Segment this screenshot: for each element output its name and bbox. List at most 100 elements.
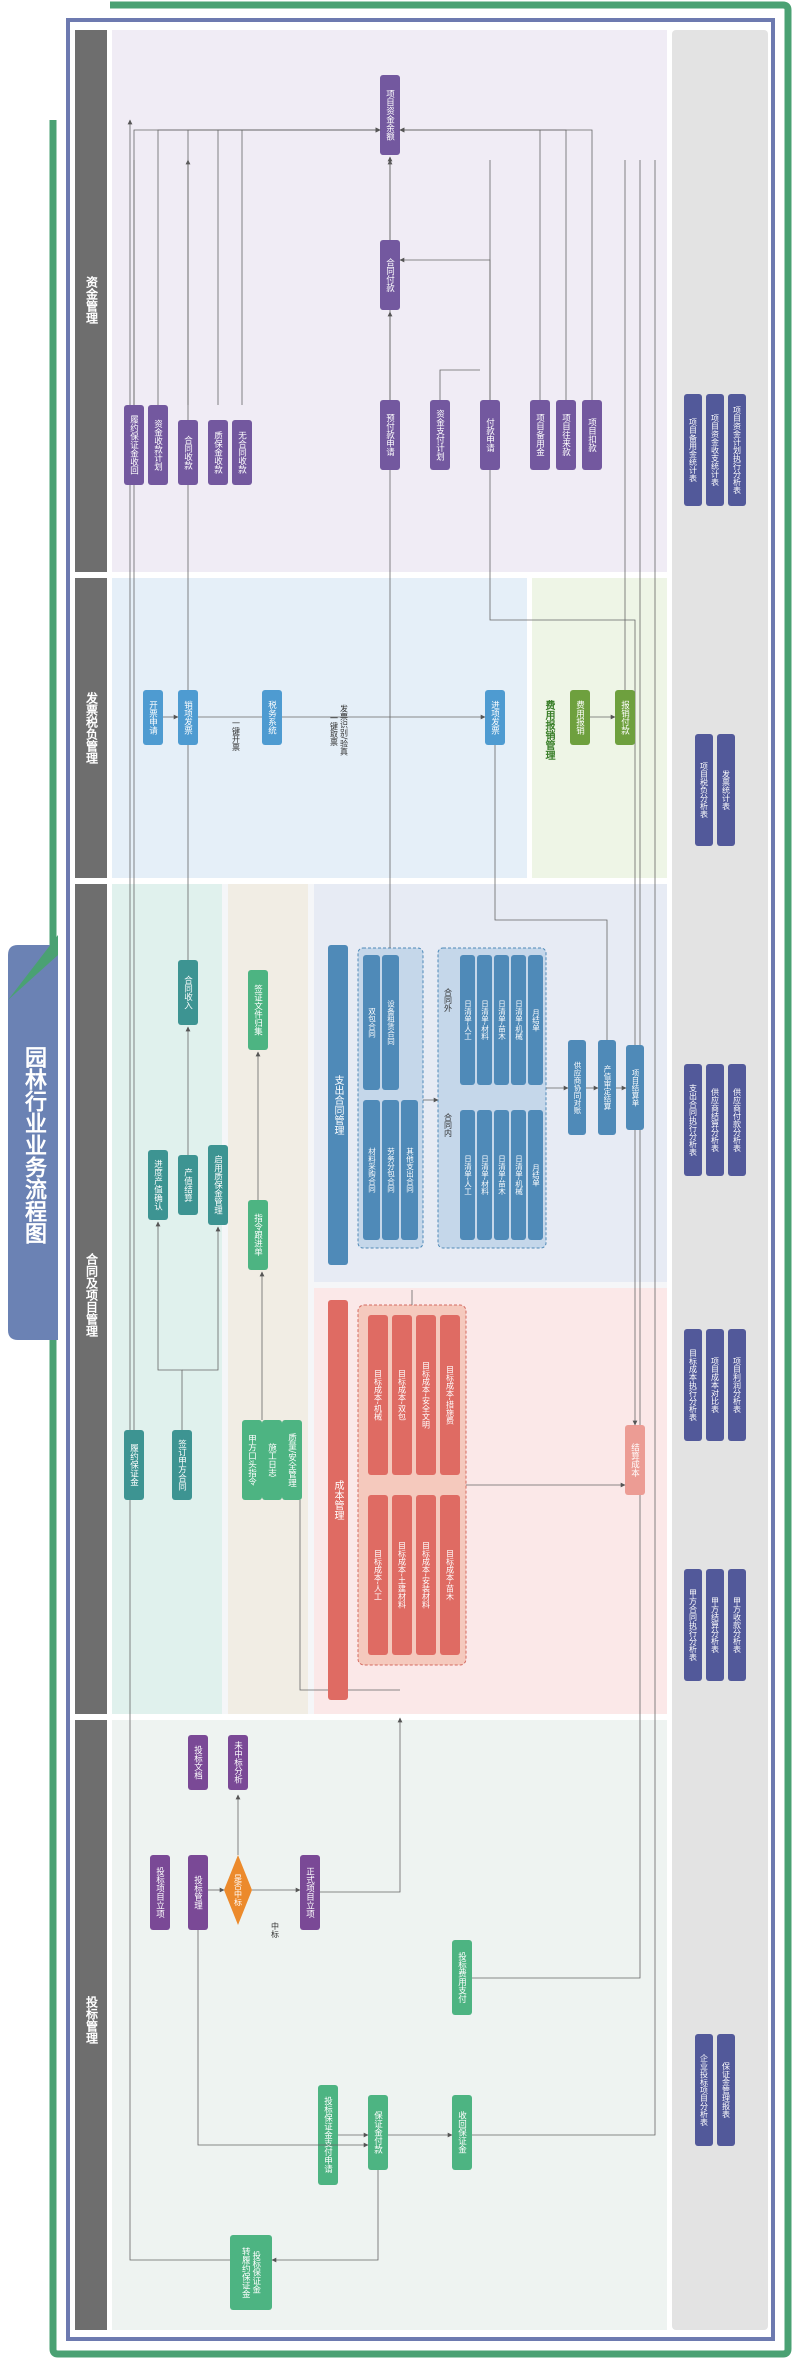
node-contract_mgmt-output_settle: 产值结算: [178, 1155, 198, 1215]
node-label: 收回保证金: [457, 2111, 467, 2154]
node-box: [178, 420, 198, 485]
node-expense_contract-inside_items-1: 日清单-材料: [477, 1110, 492, 1240]
node-label: 费用报销: [575, 700, 585, 736]
section-separator: [75, 1714, 667, 1720]
node-label: 投标管理: [193, 1875, 203, 1910]
node-label: 月结单: [531, 1163, 540, 1187]
section-separator: [75, 572, 667, 578]
node-expense_contract-outside_items-2: 日清单-苗木: [494, 955, 509, 1085]
report-label: 项目利润分析表: [733, 1357, 742, 1414]
node-box: [300, 1855, 320, 1930]
node-label: 付款申请: [485, 417, 495, 453]
report-item: 目标成本执行分析表: [684, 1329, 702, 1441]
edge-outflow-to-balance: [399, 127, 593, 400]
contract-main-lane-bg: [112, 884, 222, 1714]
report-label: 目标成本执行分析表: [689, 1349, 698, 1422]
section-separator: [75, 878, 667, 884]
node-expense_contract-contracts_b-0: 双包合同: [363, 955, 380, 1090]
report-label: 甲方结算分析表: [711, 1597, 720, 1654]
node-box: [124, 405, 144, 485]
node-box: [143, 690, 163, 745]
node-bidding-bid_fee_payment: 投标费用支付: [452, 1940, 472, 2015]
edge-log-to-cost: [299, 1500, 400, 1691]
node-label: 质量/安全管理: [287, 1433, 297, 1487]
node-label: 设备租赁合同: [386, 999, 395, 1047]
report-label: 保证金管理报表: [722, 2061, 731, 2119]
report-label: 甲方合同执行分析表: [689, 1589, 698, 1662]
node-invoice-issue_invoice: 开票申请: [143, 690, 163, 745]
node-label-line: 转履约保证金: [240, 2246, 250, 2298]
node-box: [368, 2095, 388, 2170]
node-box: [530, 400, 550, 470]
node-expense_contract-inside_items-0: 日清单-人工: [460, 1110, 475, 1240]
node-box: [232, 420, 252, 485]
node-label: 日清单-苗木: [497, 999, 506, 1041]
node-label: 目标成本-苗木: [446, 1550, 455, 1602]
node-box: [363, 955, 380, 1090]
node-label: 施工日志: [267, 1442, 277, 1477]
report-item: 项目资金收支统计表: [706, 394, 724, 506]
report-label: 项目资金收支统计表: [711, 414, 720, 487]
report-item: 供应商付款分析表: [728, 1064, 746, 1176]
report-box: [728, 1569, 746, 1681]
node-contract_mgmt-instruction_track: 指令跟进单: [248, 1200, 268, 1270]
report-label: 项目成本对比表: [711, 1357, 720, 1414]
node-label: 成本管理: [332, 1480, 344, 1520]
node-label: 日清单-人工: [463, 999, 472, 1040]
report-item: 甲方收款分析表: [728, 1569, 746, 1681]
node-label: 日清单-苗木: [497, 1154, 506, 1196]
report-item: 项目资金计划执行分析表: [728, 394, 746, 506]
node-box: [318, 2085, 338, 2185]
node-label: 无合同收款: [237, 431, 247, 474]
node-label: 资金收款计划: [153, 419, 163, 471]
node-box: [416, 1315, 436, 1475]
report-item: 供应商结算分析表: [706, 1064, 724, 1176]
node-cost_mgmt-targets-0-0: 目标成本-人工: [368, 1495, 388, 1655]
node-label: 劳务分包合同: [386, 1146, 395, 1194]
node-label: 目标成本-安全文明: [422, 1362, 431, 1430]
node-contract_mgmt-visa_archive: 签证文件归集: [248, 970, 268, 1050]
node-invoice-expense_apply: 费用报销: [570, 690, 590, 745]
node-funds-project_loan: 项目往来款: [556, 400, 576, 470]
node-label: 支出合同管理: [332, 1075, 344, 1135]
node-box: [230, 2235, 272, 2310]
node-label: 目标成本-安装材料: [422, 1542, 431, 1610]
report-box: [706, 394, 724, 506]
section-header-label: 合同及项目管理: [85, 1252, 99, 1338]
report-box: [684, 394, 702, 506]
node-box: [401, 1100, 418, 1240]
node-label: 履约保证金收回: [129, 415, 139, 475]
node-cost_mgmt-targets-3-0: 目标成本-苗木: [440, 1495, 460, 1655]
node-invoice-expense_pay: 报销付款: [615, 690, 635, 745]
report-label: 供应商结算分析表: [711, 1087, 720, 1153]
node-box: [242, 1420, 262, 1500]
node-box: [178, 690, 198, 745]
node-label: 进项发票: [490, 701, 500, 735]
node-contract_mgmt-construction_log: 施工日志: [262, 1420, 282, 1500]
node-label: 未中标分析: [233, 1741, 243, 1785]
node-bidding-deposit_apply: 投标保证金支付申请: [318, 2085, 338, 2185]
node-expense_contract-output_settle: 产值审定结算: [598, 1040, 616, 1135]
node-label: 产值审定结算: [603, 1064, 612, 1112]
node-funds-balance: 项目资金余额: [380, 75, 400, 155]
node-box: [248, 970, 268, 1050]
invoice-section-bg: [112, 578, 527, 878]
title-banner: 园林行业业务流程图: [8, 935, 58, 1340]
node-label: 结算成本: [630, 1442, 640, 1478]
node-box: [528, 955, 543, 1085]
bidding-section-bg: [112, 1720, 667, 2330]
report-item: 发票统计表: [717, 734, 735, 846]
node-box: [124, 1430, 144, 1500]
node-cost_mgmt-targets-2-1: 目标成本-安全文明: [416, 1315, 436, 1475]
node-box: [172, 1430, 192, 1500]
node-box: [262, 1420, 282, 1500]
report-label: 项目备用金统计表: [689, 418, 698, 483]
node-label: 投标项目立项: [155, 1866, 165, 1919]
node-expense_contract-project_settle: 项目结算单: [626, 1045, 644, 1130]
node-bidding-deposit_pay: 保证金付款: [368, 2095, 388, 2170]
section-header-label: 投标管理: [85, 1995, 99, 2045]
node-label: 进度产值确认: [153, 1160, 163, 1212]
report-label: 发票统计表: [722, 769, 731, 811]
